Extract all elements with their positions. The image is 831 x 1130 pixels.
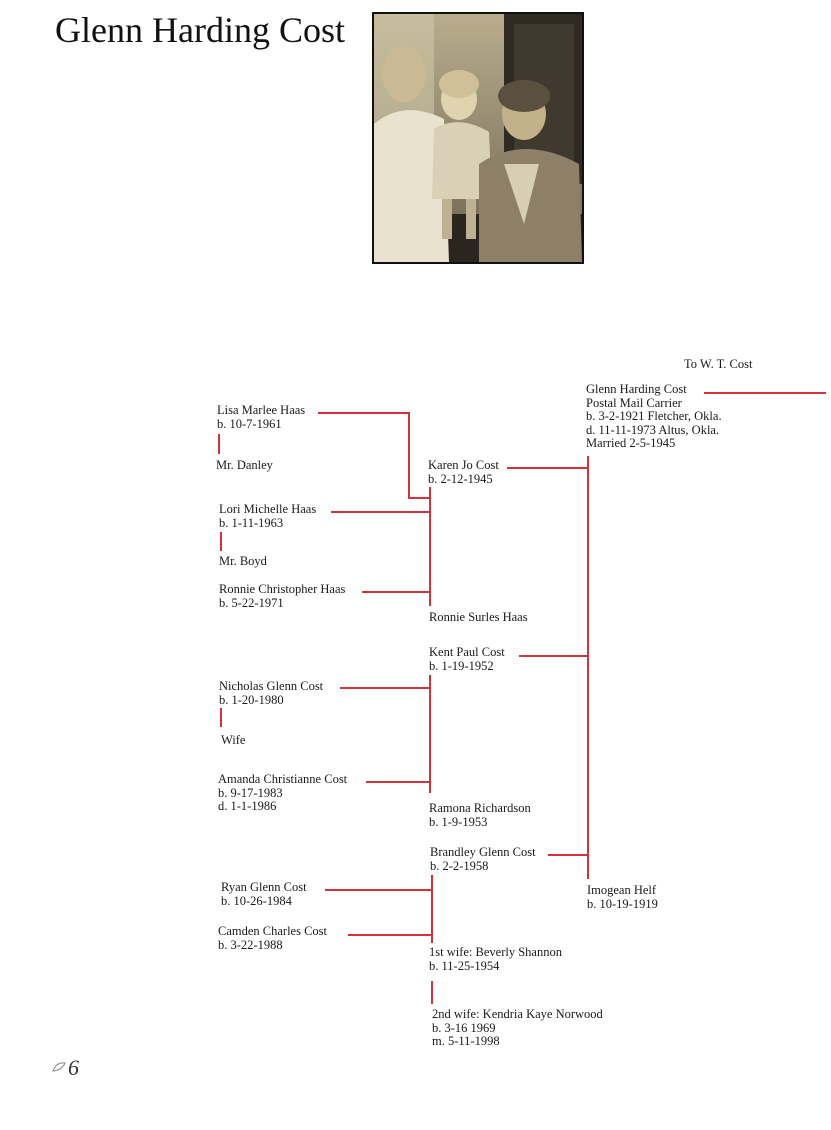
line-ryan [325, 889, 432, 891]
family-photo [372, 12, 584, 264]
to-wt-cost-link[interactable]: To W. T. Cost [684, 357, 753, 371]
line-amanda [366, 781, 430, 783]
line-lisa-down [408, 412, 410, 498]
entry-mr-boyd: Mr. Boyd [219, 554, 267, 568]
line-kent-children [429, 675, 431, 793]
leaf-ornament-icon [52, 1062, 66, 1072]
line-karen-children [429, 487, 431, 606]
entry-mr-danley: Mr. Danley [216, 458, 273, 472]
line-parents-vertical [587, 456, 589, 879]
line-ronnie-c [362, 591, 430, 593]
entry-ronnie-surles-haas: Ronnie Surles Haas [429, 610, 528, 624]
line-nicholas-spouse [220, 708, 222, 727]
line-lisa-spouse [218, 434, 220, 454]
line-brandley-children [431, 875, 433, 943]
page-title: Glenn Harding Cost [55, 10, 345, 50]
line-brandley [548, 854, 588, 856]
line-camden [348, 934, 432, 936]
line-kent [519, 655, 588, 657]
line-lori [331, 511, 430, 513]
line-lisa [318, 412, 409, 414]
line-lisa-join [408, 497, 430, 499]
line-karen [507, 467, 588, 469]
line-nicholas [340, 687, 430, 689]
line-lori-spouse [220, 532, 222, 551]
page-number: 6 [68, 1055, 79, 1080]
line-to-wt-cost [704, 392, 826, 394]
line-second-wife [431, 981, 433, 1004]
entry-wife: Wife [221, 733, 246, 747]
